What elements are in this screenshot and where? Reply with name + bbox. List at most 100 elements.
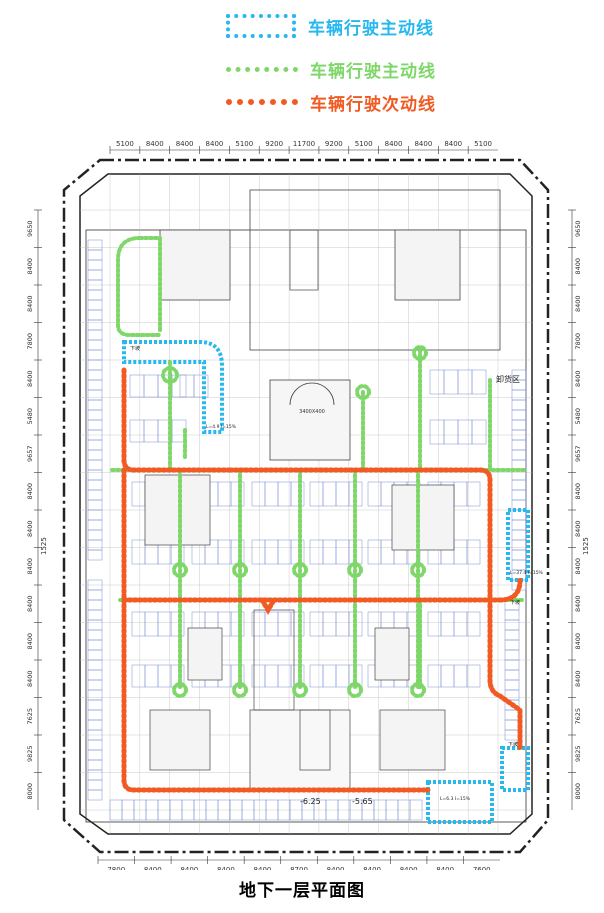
parking-stall — [335, 611, 350, 637]
parking-stall — [504, 659, 520, 671]
stair-se — [374, 627, 410, 681]
parking-stall — [427, 611, 442, 637]
dim-label-side: 9650 — [26, 220, 34, 237]
parking-stall — [511, 539, 527, 551]
parking-stall — [322, 664, 337, 688]
slope-label-3: L=6.3 I=15% — [440, 796, 471, 802]
parking-stall — [230, 664, 245, 688]
parking-stall — [87, 379, 103, 391]
parking-stall — [87, 499, 103, 511]
parking-stall — [457, 369, 473, 395]
parking-stall — [504, 609, 520, 621]
parking-stall — [87, 259, 103, 271]
parking-stall — [131, 539, 146, 565]
dim-label-side: 9650 — [574, 220, 582, 237]
dim-label-side: 7625 — [574, 708, 582, 725]
dim-label-side: 8400 — [26, 520, 34, 537]
legend-label-blue: 车辆行驶主动线 — [308, 18, 434, 39]
parking-stall — [453, 539, 468, 565]
atrium-arc — [289, 382, 335, 406]
parking-stall — [87, 309, 103, 321]
dim-label-side: 9825 — [26, 745, 34, 762]
dim-label-top: 5100 — [116, 140, 134, 148]
parking-stall — [87, 249, 103, 261]
dim-label-side: 8400 — [574, 483, 582, 500]
parking-stall — [87, 549, 103, 561]
parking-stall — [131, 664, 146, 688]
parking-stall — [440, 664, 455, 688]
core-nw — [159, 229, 231, 301]
parking-stall — [87, 599, 103, 611]
parking-stall — [457, 419, 473, 445]
dim-label-side: 8400 — [26, 483, 34, 500]
dim-label-side: 8400 — [574, 633, 582, 650]
parking-stall — [87, 679, 103, 691]
parking-stall — [409, 799, 423, 821]
legend-swatch-orange — [226, 99, 298, 105]
parking-stall — [157, 611, 172, 637]
dim-label-bottom: 8400 — [144, 866, 162, 870]
parking-stall — [453, 664, 468, 688]
parking-stall — [429, 369, 445, 395]
core-ne — [394, 229, 461, 301]
parking-stall — [217, 481, 232, 507]
parking-stall — [87, 239, 103, 251]
parking-stall — [87, 519, 103, 531]
dim-label-top: 5100 — [355, 140, 373, 148]
legend-label-green: 车辆行驶主动线 — [310, 61, 436, 82]
parking-stall — [466, 539, 481, 565]
dim-label-side: 8400 — [574, 520, 582, 537]
parking-stall — [504, 679, 520, 691]
parking-stall — [367, 481, 382, 507]
parking-stall — [322, 539, 337, 565]
parking-stall — [87, 659, 103, 671]
escalator-south — [299, 709, 331, 771]
parking-stall — [87, 479, 103, 491]
legend-swatch-blue — [226, 14, 296, 38]
parking-stall — [87, 419, 103, 431]
parking-stall — [251, 539, 266, 565]
legend-swatch-green — [226, 66, 298, 72]
parking-stall — [309, 481, 324, 507]
parking-stall — [179, 374, 195, 398]
dim-label-top: 8400 — [414, 140, 432, 148]
dim-label-bottom: 8400 — [436, 866, 454, 870]
parking-stall — [129, 374, 145, 398]
parking-stall — [264, 664, 279, 688]
parking-stall — [511, 399, 527, 411]
parking-stall — [511, 419, 527, 431]
parking-stall — [466, 611, 481, 637]
parking-stall — [87, 639, 103, 651]
escalator-north — [289, 229, 319, 291]
dim-label-side: 8400 — [26, 670, 34, 687]
plan-title: 地下一层平面图 — [239, 881, 365, 901]
core-south-east — [379, 709, 446, 771]
parking-stall — [87, 509, 103, 521]
parking-stall — [87, 489, 103, 501]
parking-stall — [157, 664, 172, 688]
parking-stall — [87, 739, 103, 751]
blue-route-ramp-southeast — [500, 746, 530, 792]
dim-label-top: 11700 — [293, 140, 315, 148]
dim-label-side: 9657 — [26, 445, 34, 462]
parking-stall — [504, 709, 520, 721]
parking-stall — [322, 481, 337, 507]
dim-label-top: 9200 — [325, 140, 343, 148]
parking-stall — [87, 329, 103, 341]
parking-stall — [87, 619, 103, 631]
legend-item-orange: 车辆行驶次动线 — [226, 89, 436, 115]
parking-stall — [87, 609, 103, 621]
parking-stall — [511, 389, 527, 401]
dim-label-side: 8400 — [26, 370, 34, 387]
parking-stall — [170, 611, 185, 637]
parking-stall — [87, 299, 103, 311]
parking-stall — [511, 479, 527, 491]
parking-stall — [87, 369, 103, 381]
dim-label-top: 5100 — [474, 140, 492, 148]
dim-label-side: 8400 — [26, 633, 34, 650]
parking-stall — [230, 481, 245, 507]
parking-stall — [427, 664, 442, 688]
parking-stall — [87, 779, 103, 791]
parking-stall — [335, 539, 350, 565]
